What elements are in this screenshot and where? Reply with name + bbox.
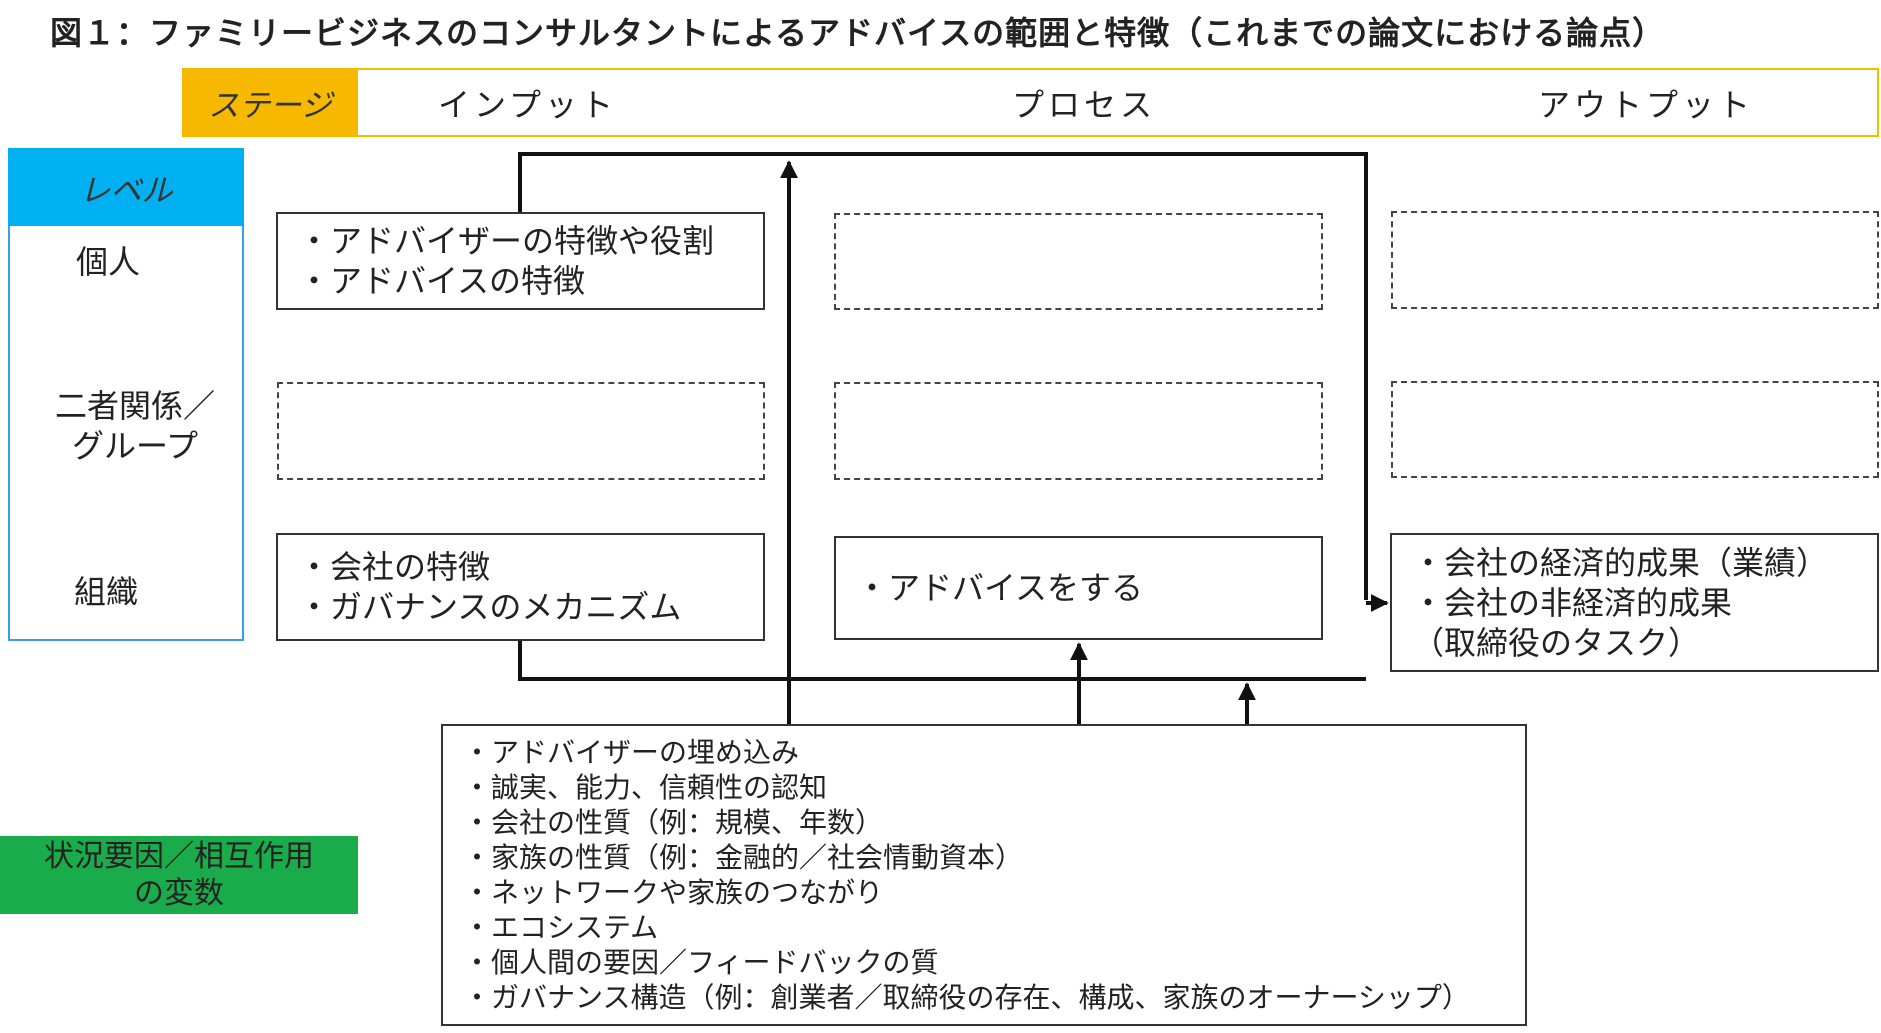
list-item: ・ガバナンス構造（例：創業者／取締役の存在、構成、家族のオーナーシップ） — [463, 981, 1470, 1014]
stage-column-process: プロセス — [1012, 86, 1157, 124]
level-individual: 個人 — [75, 243, 140, 281]
top-connector — [518, 152, 1368, 600]
list-item: ・ガバナンスのメカニズム — [298, 588, 682, 626]
list-item: ・家族の性質（例：金融的／社会情動資本） — [463, 841, 1024, 874]
list-item: ・個人間の要因／フィードバックの質 — [463, 946, 939, 979]
org-input-box: ・会社の特徴 ・ガバナンスのメカニズム — [276, 533, 765, 641]
list-item: （取締役のタスク） — [1412, 624, 1701, 662]
level-label: レベル — [8, 148, 244, 226]
bottom-connector — [518, 641, 1366, 681]
situational-factors-box: ・アドバイザーの埋め込み ・誠実、能力、信頼性の認知 ・会社の性質（例：規模、年… — [441, 724, 1527, 1026]
group-output-placeholder — [1391, 381, 1879, 478]
stage-column-input: インプット — [438, 86, 618, 124]
individual-input-box: ・アドバイザーの特徴や役割 ・アドバイスの特徴 — [276, 212, 765, 310]
individual-output-placeholder — [1391, 211, 1879, 309]
level-organization: 組織 — [73, 573, 138, 611]
group-process-placeholder — [834, 382, 1323, 480]
list-item: ・アドバイスの特徴 — [298, 262, 586, 300]
list-item: ・アドバイザーの特徴や役割 — [298, 222, 715, 260]
stage-column-output: アウトプット — [1538, 86, 1755, 124]
list-item: ・会社の非経済的成果 — [1412, 584, 1733, 622]
list-item: ・誠実、能力、信頼性の認知 — [463, 771, 828, 804]
list-item: ・アドバイザーの埋め込み — [463, 736, 800, 769]
individual-process-placeholder — [834, 213, 1323, 310]
list-item: ・エコシステム — [463, 911, 659, 944]
list-item: ・会社の特徴 — [298, 548, 491, 586]
list-item: ・ネットワークや家族のつながり — [463, 876, 884, 909]
figure-title: 図１：ファミリービジネスのコンサルタントによるアドバイスの範囲と特徴（これまでの… — [50, 14, 1666, 52]
org-output-box: ・会社の経済的成果（業績） ・会社の非経済的成果 （取締役のタスク） — [1390, 533, 1879, 672]
situational-label-text: 状況要因／相互作用 の変数 — [44, 839, 314, 911]
stage-label: ステージ — [182, 68, 358, 137]
list-item: ・会社の性質（例：規模、年数） — [463, 806, 884, 839]
list-item: ・会社の経済的成果（業績） — [1412, 544, 1829, 582]
situational-label: 状況要因／相互作用 の変数 — [0, 836, 358, 914]
org-process-box: ・アドバイスをする — [834, 536, 1323, 640]
level-dyad-group: 二者関係／ グループ — [54, 387, 215, 465]
group-input-placeholder — [277, 382, 765, 480]
